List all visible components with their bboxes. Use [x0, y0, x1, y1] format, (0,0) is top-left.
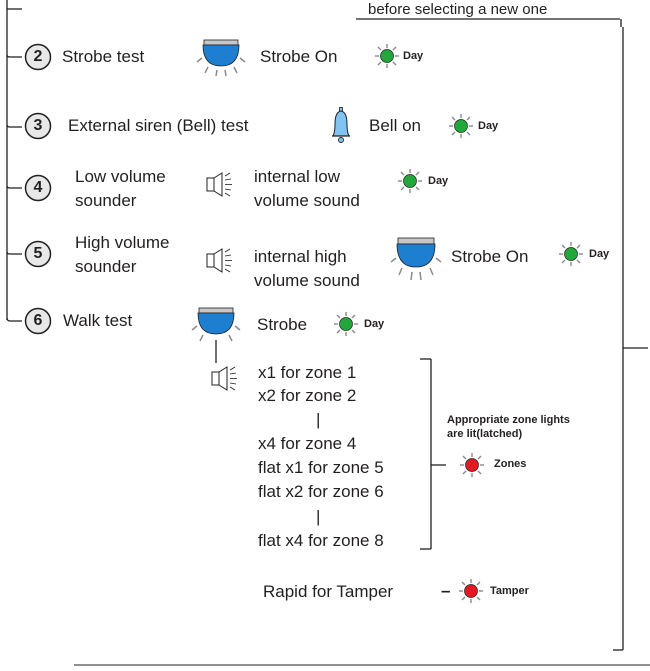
light-label: Day [478, 120, 499, 132]
speaker-icon [211, 366, 237, 391]
walk-sound-ellipsis: | [316, 410, 321, 429]
step-result-line: internal low [254, 167, 340, 186]
green-led-icon [398, 169, 422, 193]
red-led-icon [460, 453, 484, 477]
step-number: 6 [33, 312, 43, 329]
light-label: Zones [494, 458, 527, 470]
light-label: Day [589, 248, 610, 260]
step-result: Bell on [369, 116, 421, 135]
walk-sound-ellipsis: | [316, 507, 321, 526]
step-number: 4 [33, 179, 43, 196]
walk-sound-item: x2 for zone 2 [258, 386, 357, 405]
step-badge: 6 [24, 307, 52, 340]
tamper-label: Rapid for Tamper [263, 582, 394, 601]
zones-note-line: are lit(latched) [447, 428, 523, 440]
strobe-icon [191, 307, 241, 342]
step-name: External siren (Bell) test [68, 116, 249, 135]
light-label: Day [364, 318, 385, 330]
step-result: Strobe On [260, 47, 338, 66]
step-badge: 2 [24, 43, 52, 76]
step-name: Walk test [63, 311, 133, 330]
step-result-line: volume sound [254, 191, 360, 210]
light-label: Day [428, 175, 449, 187]
step-name: Strobe test [62, 47, 145, 66]
header-note: before selecting a new one [368, 1, 548, 18]
step-number: 5 [33, 245, 43, 262]
light-label: Day [403, 50, 424, 62]
tamper-dash: – [441, 581, 451, 600]
zones-note-line: Appropriate zone lights [447, 414, 570, 426]
step-result-line: internal high [254, 247, 347, 266]
step-number: 2 [33, 48, 43, 65]
step-result-line: volume sound [254, 271, 360, 290]
walk-sound-item: x1 for zone 1 [258, 363, 357, 382]
step-name-line: sounder [75, 257, 137, 276]
green-led-icon [334, 312, 358, 336]
green-led-icon [375, 44, 399, 68]
walk-sound-item: flat x1 for zone 5 [258, 458, 384, 477]
step-number: 3 [33, 117, 43, 134]
strobe-icon [196, 39, 246, 77]
step-result: Strobe [257, 315, 308, 334]
step-badge: 5 [24, 240, 52, 273]
bell-icon [332, 107, 350, 143]
green-led-icon [449, 114, 473, 138]
green-led-icon [559, 242, 583, 266]
walk-sound-item: flat x4 for zone 8 [258, 531, 384, 550]
light-label: Tamper [490, 585, 529, 597]
step-extra: Strobe On [451, 247, 529, 266]
step-badge: 4 [24, 174, 52, 207]
step-name-line: Low volume [75, 167, 166, 186]
step-name-line: High volume [75, 233, 170, 252]
red-led-icon [459, 579, 483, 603]
speaker-icon [206, 172, 232, 197]
strobe-icon [390, 237, 442, 281]
speaker-icon [206, 248, 232, 273]
walk-sound-item: x4 for zone 4 [258, 434, 357, 453]
walk-sound-item: flat x2 for zone 6 [258, 482, 384, 501]
step-name-line: sounder [75, 191, 137, 210]
step-badge: 3 [24, 112, 52, 145]
